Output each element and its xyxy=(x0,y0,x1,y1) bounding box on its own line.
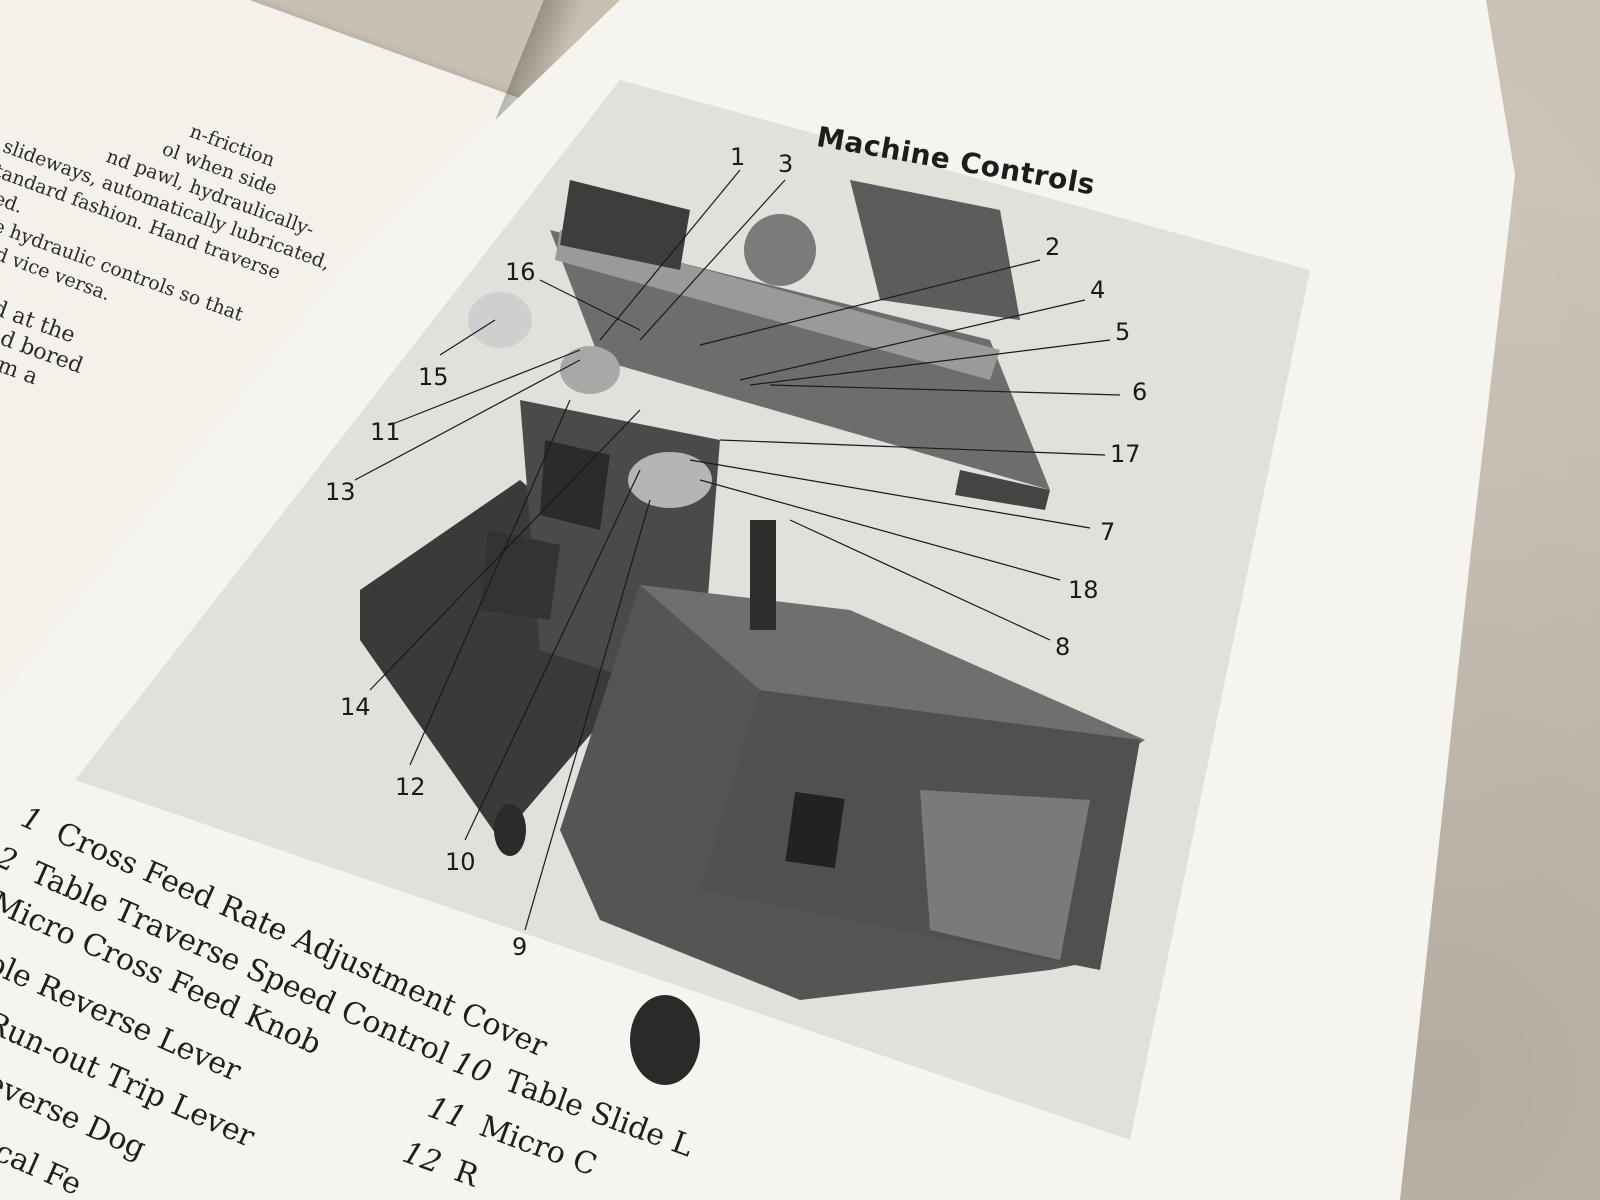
leader-lines xyxy=(354,169,1121,931)
callout-9: 9 xyxy=(512,933,527,961)
table-top xyxy=(555,230,1000,380)
callout-11: 11 xyxy=(370,418,401,446)
callout-5: 5 xyxy=(1115,318,1130,346)
guard-panel xyxy=(560,180,690,270)
callout-17: 17 xyxy=(1110,440,1141,468)
callout-8: 8 xyxy=(1055,633,1070,661)
handwheel-small xyxy=(560,346,620,394)
callout-3: 3 xyxy=(778,150,793,178)
callout-16: 16 xyxy=(505,258,536,286)
callout-15: 15 xyxy=(418,363,449,391)
wheelhead xyxy=(850,180,1020,320)
grinding-wheel-guard xyxy=(744,214,816,286)
switch-plate xyxy=(785,791,845,869)
handwheel xyxy=(628,452,712,508)
callout-14: 14 xyxy=(340,693,371,721)
callout-6: 6 xyxy=(1132,378,1147,406)
caster xyxy=(630,995,700,1085)
name-plate xyxy=(480,530,560,620)
handwheel-left xyxy=(468,292,532,348)
callout-1: 1 xyxy=(730,143,745,171)
caster-rear xyxy=(494,804,526,856)
callout-13: 13 xyxy=(325,478,356,506)
motor xyxy=(920,790,1090,960)
callout-7: 7 xyxy=(1100,518,1115,546)
callout-12: 12 xyxy=(395,773,426,801)
callout-2: 2 xyxy=(1045,233,1060,261)
callout-10: 10 xyxy=(445,848,476,876)
lever-post xyxy=(750,520,776,630)
control-plate xyxy=(540,440,610,530)
table-end xyxy=(955,470,1050,510)
callout-4: 4 xyxy=(1090,276,1105,304)
callout-numbers: 1 2 3 4 5 6 7 8 9 10 11 12 13 14 15 16 1… xyxy=(325,143,1147,961)
callout-18: 18 xyxy=(1068,576,1099,604)
machine-table xyxy=(550,230,1050,490)
